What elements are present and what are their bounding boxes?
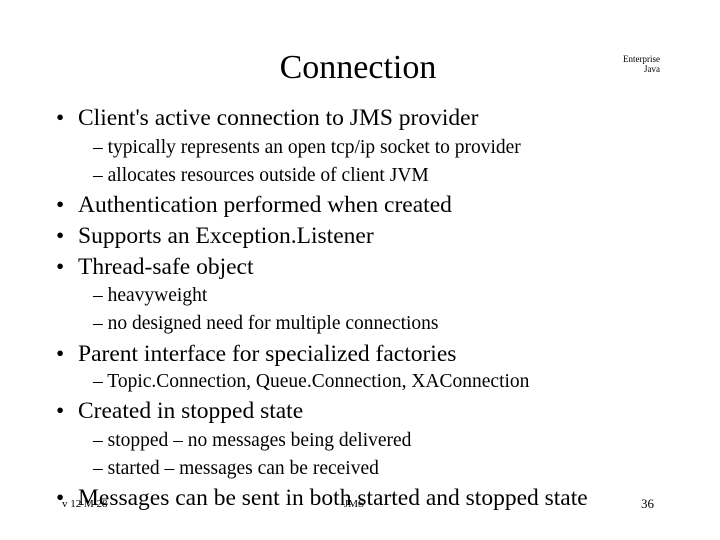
footer-version: v 12 M 28: [62, 498, 108, 510]
bullet-item: • Authentication performed when created: [56, 191, 452, 219]
sub-bullet-item: – started – messages can be received: [93, 458, 379, 479]
corner-label-line2: Java: [644, 64, 660, 74]
sub-bullet-item: – stopped – no messages being delivered: [93, 430, 412, 451]
bullet-dot: •: [56, 485, 65, 511]
bullet-item: • Client's active connection to JMS provi…: [56, 104, 478, 132]
sub-bullet-item: – typically represents an open tcp/ip so…: [93, 137, 521, 158]
bullet-item: • Parent interface for specialized factor…: [56, 340, 456, 368]
bullet-dot: •: [56, 254, 65, 280]
bullet-text: Thread-safe object: [78, 254, 254, 280]
bullet-dot: •: [56, 192, 65, 218]
bullet-item: • Thread-safe object: [56, 253, 254, 281]
footer-topic: JMS: [344, 498, 365, 510]
corner-label: Enterprise Java: [606, 54, 660, 74]
bullet-dot: •: [56, 223, 65, 249]
slide-title: Connection: [279, 49, 437, 86]
sub-bullet-item: – heavyweight: [93, 285, 208, 306]
bullet-dot: •: [56, 105, 65, 131]
sub-bullet-item: – Topic.Connection, Queue.Connection, XA…: [93, 371, 530, 392]
bullet-text: Parent interface for specialized factori…: [78, 341, 457, 367]
bullet-dot: •: [56, 341, 65, 367]
corner-label-line1: Enterprise: [623, 54, 660, 64]
bullet-item: • Messages can be sent in both started an…: [56, 484, 588, 512]
bullet-text: Messages can be sent in both started and…: [78, 485, 588, 511]
bullet-text: Supports an Exception.Listener: [78, 223, 374, 249]
bullet-item: • Created in stopped state: [56, 397, 303, 425]
sub-bullet-item: – allocates resources outside of client …: [93, 165, 429, 186]
bullet-text: Authentication performed when created: [78, 192, 452, 218]
bullet-text: Created in stopped state: [78, 398, 304, 424]
page-number: 36: [641, 496, 654, 511]
bullet-text: Client's active connection to JMS provid…: [78, 105, 479, 131]
bullet-item: • Supports an Exception.Listener: [56, 222, 374, 250]
bullet-dot: •: [56, 398, 65, 424]
sub-bullet-item: – no designed need for multiple connecti…: [93, 313, 439, 334]
